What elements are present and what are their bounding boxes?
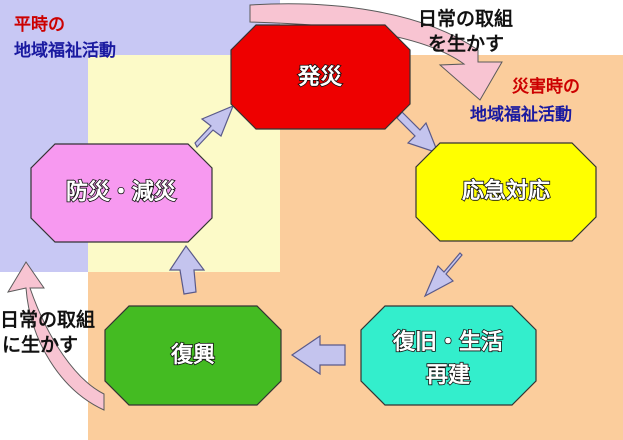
- arrow-outbreak-to-emergency: [396, 111, 440, 154]
- disaster-region-title-line2: 地域福祉活動: [470, 104, 572, 125]
- left-callout-line1: 日常の取組: [0, 308, 95, 331]
- top-callout-line1: 日常の取組: [418, 7, 513, 30]
- node-prevention: [30, 143, 213, 243]
- node-prevention-label: 防災・減災: [66, 180, 177, 205]
- arrow-recovery-to-revival: [290, 334, 346, 376]
- node-revival-label: 復興: [170, 342, 215, 368]
- node-outbreak: [230, 24, 411, 130]
- left-callout-line2: に生かす: [2, 333, 78, 356]
- normal-region-title-line2: 地域福祉活動: [14, 40, 116, 61]
- top-callout-line2: を生かす: [428, 32, 504, 55]
- node-emergency-label: 応急対応: [462, 178, 550, 204]
- arrow-prevention-to-outbreak: [194, 104, 235, 149]
- node-recovery-label-line2: 再建: [426, 363, 470, 388]
- left-curved-arrow: [6, 261, 105, 411]
- arrow-emergency-to-recovery: [423, 252, 463, 298]
- node-recovery-label-line1: 復旧・生活: [392, 329, 503, 355]
- node-revival: [104, 305, 282, 406]
- node-outbreak-label: 発災: [297, 65, 343, 90]
- arrow-revival-to-prevention: [168, 244, 206, 295]
- node-emergency: [415, 142, 597, 242]
- node-recovery: [360, 305, 537, 406]
- normal-region-title-line1: 平時の: [14, 14, 65, 35]
- disaster-region-title-line1: 災害時の: [512, 76, 580, 97]
